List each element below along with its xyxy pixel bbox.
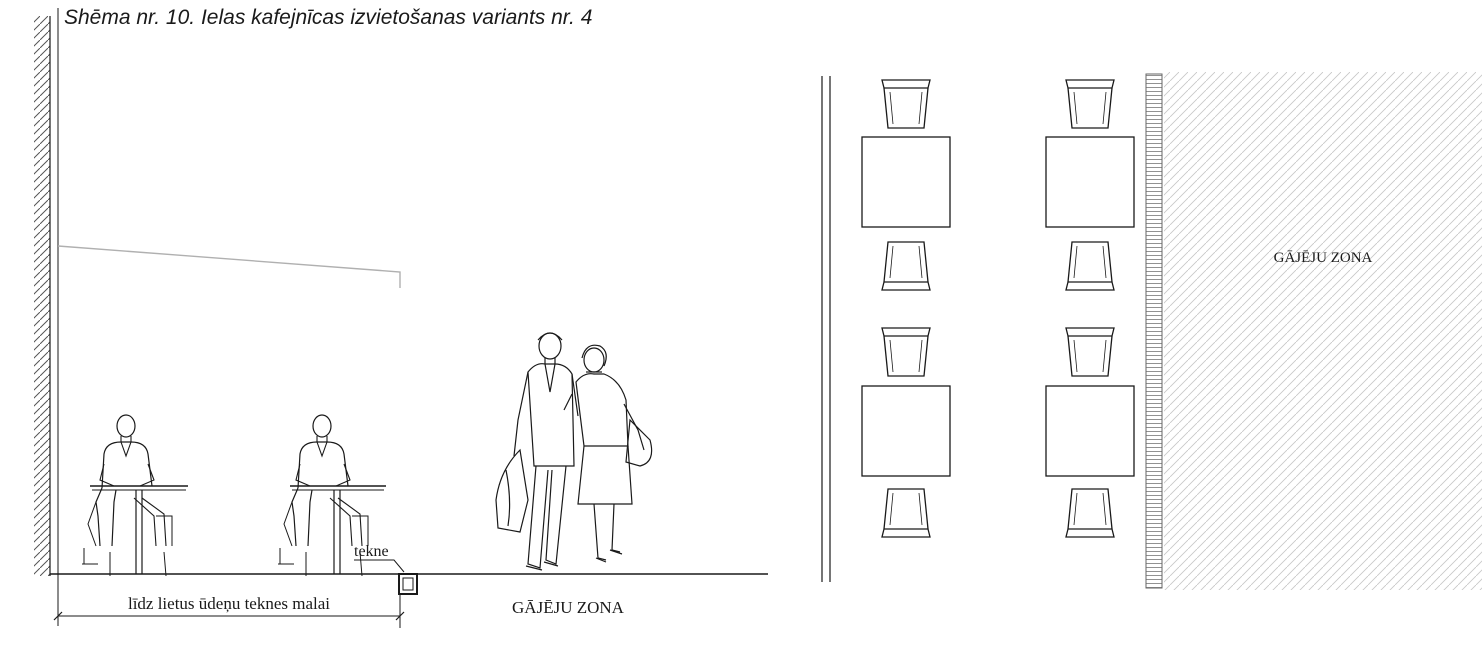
plan-chair-4a	[1065, 327, 1115, 377]
plan-chair-1b	[881, 241, 931, 291]
plan-chair-2a	[1065, 79, 1115, 129]
seated-person-1	[81, 414, 173, 577]
wall-hatch	[34, 16, 50, 576]
plan-chair-4b	[1065, 488, 1115, 538]
plan-table-1	[861, 136, 951, 228]
section-pedestrian-zone-label: GĀJĒJU ZONA	[512, 598, 625, 617]
walking-couple	[495, 332, 653, 571]
gutter	[398, 573, 418, 595]
gutter-leader	[354, 559, 405, 573]
seated-person-2	[277, 414, 369, 577]
plan-chair-1a	[881, 79, 931, 129]
plan-chair-2b	[1065, 241, 1115, 291]
plan-pedestrian-zone-label: GĀJĒJU ZONA	[1274, 250, 1373, 266]
plan-pedestrian-zone	[1164, 72, 1482, 590]
table-side-1	[90, 485, 188, 574]
canopy-line	[57, 245, 401, 288]
plan-chair-3a	[881, 327, 931, 377]
dimension-label: līdz lietus ūdeņu teknes malai	[128, 594, 330, 613]
plan-view: GĀJĒJU ZONA	[821, 72, 1482, 590]
paver-strip	[1145, 73, 1163, 589]
diagram-caption: Shēma nr. 10. Ielas kafejnīcas izvietoša…	[64, 6, 593, 29]
gutter-label: tekne	[354, 543, 389, 560]
dimension-line	[53, 576, 405, 628]
plan-table-4	[1045, 385, 1135, 477]
plan-table-2	[1045, 136, 1135, 228]
plan-table-3	[861, 385, 951, 477]
table-side-2	[290, 485, 386, 574]
plan-chair-3b	[881, 488, 931, 538]
